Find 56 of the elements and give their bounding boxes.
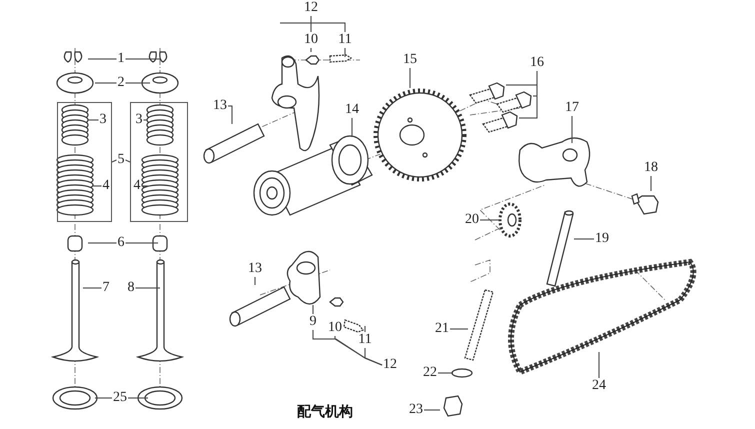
callout-number: 21 — [434, 321, 450, 337]
leader-line — [518, 70, 538, 118]
callout-number: 20 — [464, 212, 480, 228]
callout-number: 11 — [357, 332, 373, 348]
leader-line — [574, 238, 594, 240]
callout-number: 8 — [126, 280, 136, 296]
callout-number: 25 — [112, 390, 128, 406]
leader-line — [88, 58, 117, 60]
callout-number: 2 — [116, 75, 126, 91]
leader-line — [254, 276, 256, 286]
leader-line — [344, 48, 346, 58]
leader-line — [312, 304, 314, 314]
leader-line — [438, 372, 454, 374]
leader-line — [650, 176, 652, 192]
callout-number: 3 — [98, 112, 108, 128]
callout-number: 10 — [327, 320, 343, 336]
leader-line — [364, 326, 366, 332]
spring-group-frame — [57, 102, 112, 222]
callout-number: 10 — [303, 32, 319, 48]
callout-number: 12 — [303, 0, 319, 16]
leader-line — [125, 82, 150, 84]
callout-number: 19 — [594, 231, 610, 247]
callout-number: 15 — [402, 52, 418, 68]
leader-line — [228, 106, 232, 124]
callout-number: 1 — [116, 51, 126, 67]
callout-number: 12 — [382, 357, 398, 373]
callout-number: 18 — [643, 160, 659, 176]
leader-line — [598, 352, 600, 378]
callout-number: 14 — [344, 102, 360, 118]
callout-number: 13 — [247, 261, 263, 277]
leader-line — [125, 160, 130, 162]
diagram-title: 配气机构 — [297, 403, 353, 421]
leader-line — [364, 348, 382, 366]
callout-number: 23 — [408, 402, 424, 418]
callout-number: 3 — [134, 112, 144, 128]
callout-number: 7 — [102, 280, 110, 296]
leader-line — [88, 242, 117, 244]
leader-line — [112, 160, 117, 162]
callout-number: 17 — [564, 100, 580, 116]
callout-number: 13 — [212, 98, 228, 114]
callout-number: 5 — [116, 152, 126, 168]
leader-line — [310, 16, 346, 32]
spring-group-frame — [130, 102, 188, 222]
leader-line — [310, 48, 312, 52]
leader-line — [450, 328, 468, 330]
leader-line — [125, 58, 160, 60]
callout-number: 24 — [591, 378, 607, 394]
callout-number: 16 — [529, 55, 545, 71]
callout-number: 4 — [102, 178, 110, 194]
leader-line — [94, 82, 117, 84]
callout-number: 22 — [422, 365, 438, 381]
callout-number: 11 — [337, 32, 353, 48]
leader-line — [125, 242, 158, 244]
callout-number: 9 — [308, 314, 318, 330]
callout-number: 4 — [132, 178, 142, 194]
callout-number: 6 — [116, 235, 126, 251]
